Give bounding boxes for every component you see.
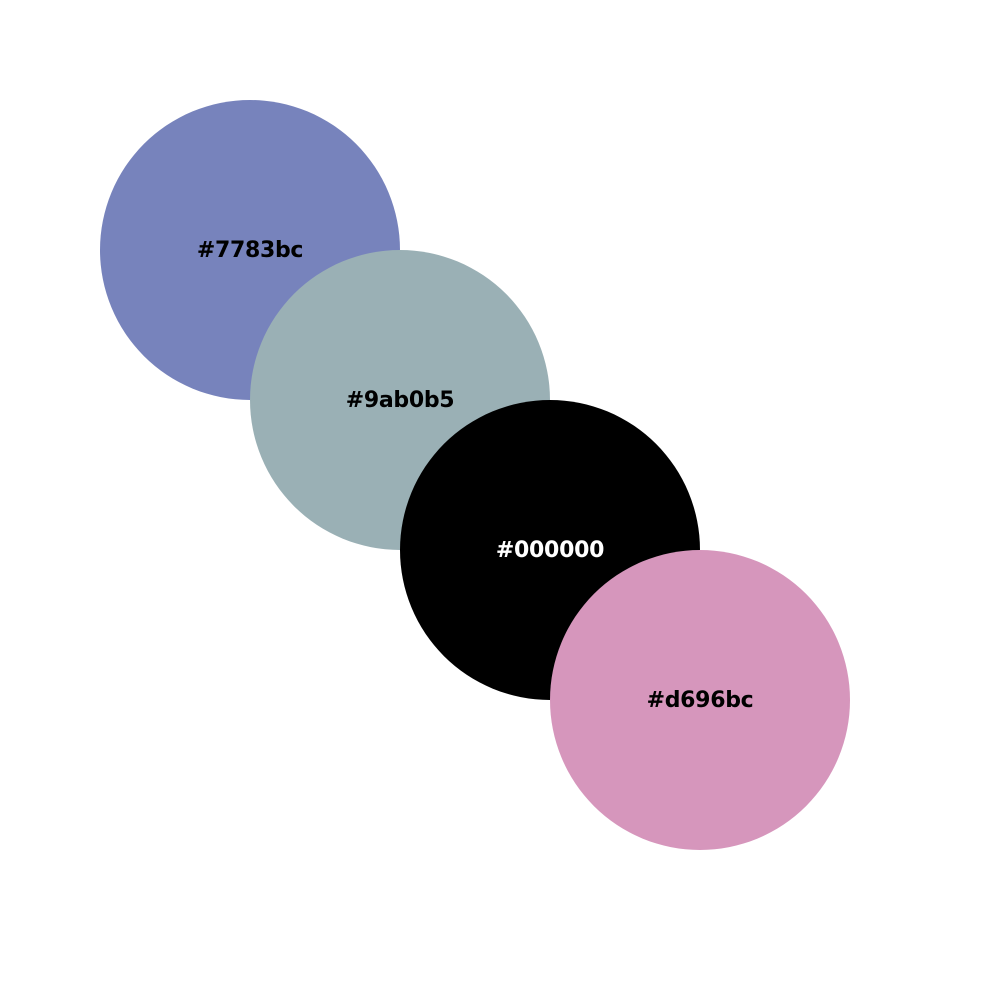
color-swatch: #7783bc — [100, 100, 400, 400]
swatch-label: #d696bc — [646, 687, 754, 713]
swatch-label: #000000 — [495, 537, 605, 563]
swatch-label: #9ab0b5 — [345, 387, 455, 413]
swatch-label: #7783bc — [196, 237, 304, 263]
color-swatch: #d696bc — [550, 550, 850, 850]
